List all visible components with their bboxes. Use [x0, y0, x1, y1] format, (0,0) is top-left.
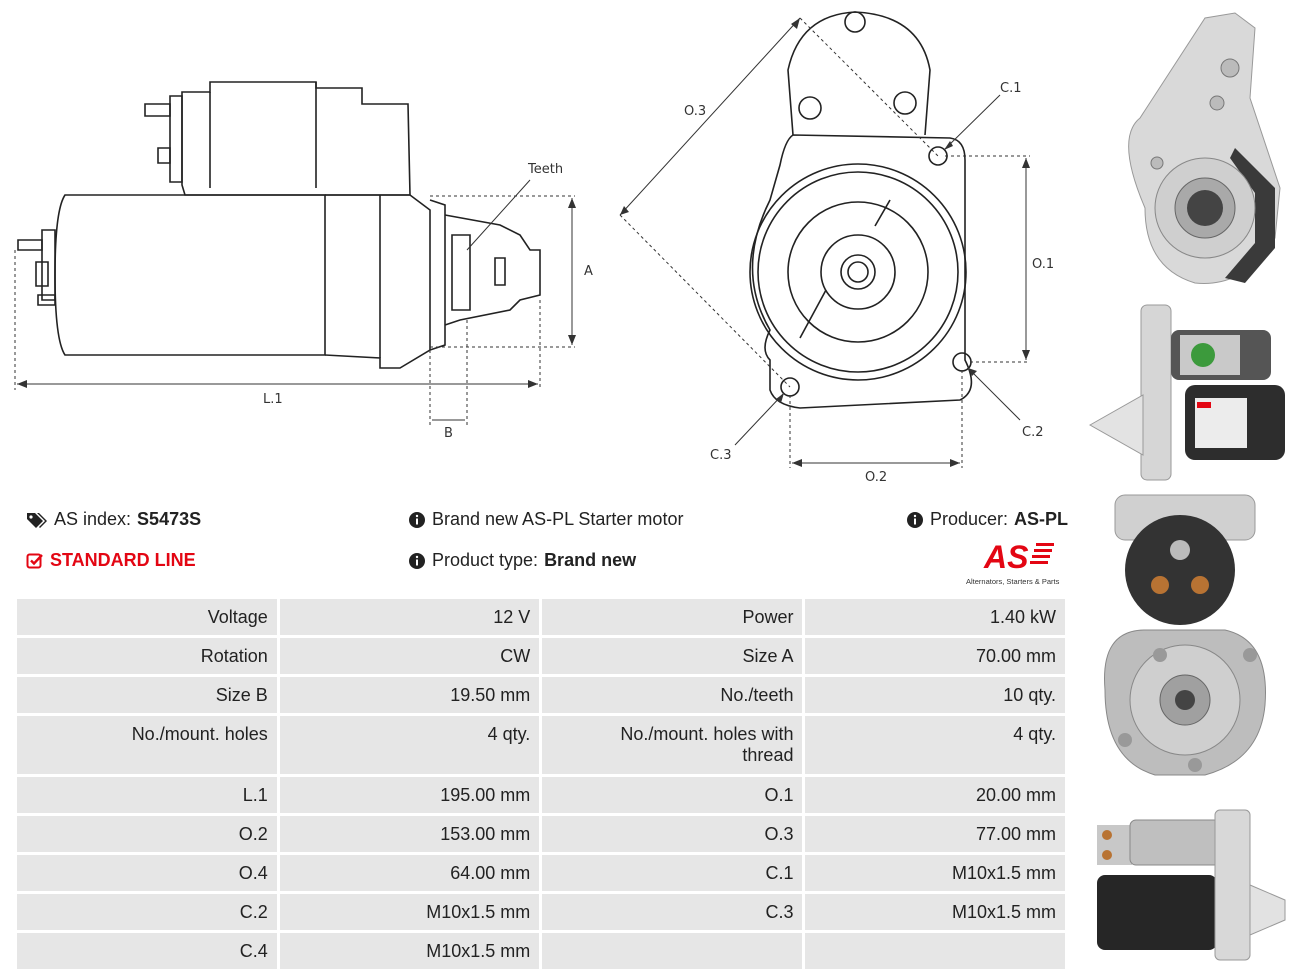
- spec-label: No./mount. holes: [17, 716, 277, 774]
- product-type-value: Brand new: [544, 550, 637, 570]
- producer-label: Producer:: [930, 509, 1009, 529]
- info-icon: [907, 511, 923, 528]
- spec-label: C.3: [542, 894, 803, 930]
- spec-value: 1.40 kW: [805, 599, 1065, 635]
- producer-value: AS-PL: [1014, 509, 1069, 529]
- side-view-drawing: Teeth A L.1 B: [14, 81, 593, 441]
- description: Brand new AS-PL Starter motor: [408, 509, 683, 530]
- spec-label: O.4: [17, 855, 277, 891]
- spec-value: M10x1.5 mm: [805, 855, 1065, 891]
- spec-value: 70.00 mm: [805, 638, 1065, 674]
- spec-value: 195.00 mm: [279, 777, 540, 813]
- spec-label: Size B: [17, 677, 277, 713]
- spec-value: CW: [279, 638, 540, 674]
- dim-a-label: A: [584, 264, 593, 279]
- dim-l1-label: L.1: [263, 392, 283, 407]
- spec-label: C.4: [17, 933, 277, 969]
- as-index-label: AS index:: [54, 509, 132, 529]
- as-index: AS index: S5473S: [26, 509, 201, 530]
- spec-value: M10x1.5 mm: [279, 894, 540, 930]
- spec-value: 4 qty.: [279, 716, 540, 774]
- dim-o1-label: O.1: [1032, 257, 1054, 272]
- teeth-label: Teeth: [527, 162, 563, 177]
- spec-label: L.1: [17, 777, 277, 813]
- product-type: Product type: Brand new: [408, 550, 636, 571]
- check-square-icon: [26, 553, 43, 568]
- spec-label: O.3: [542, 816, 803, 852]
- spec-label: Power: [542, 599, 803, 635]
- spec-value: 10 qty.: [805, 677, 1065, 713]
- spec-value: [805, 933, 1065, 969]
- as-index-value: S5473S: [137, 509, 202, 529]
- front-view-drawing: O.3 C.1 O.1 C.2 C.3 O.2: [619, 11, 1054, 485]
- spec-label: [542, 933, 803, 969]
- spec-value: 77.00 mm: [805, 816, 1065, 852]
- info-icon: [409, 511, 425, 528]
- tags-icon: [27, 512, 47, 528]
- spec-label: No./mount. holes with thread: [542, 716, 803, 774]
- spec-label: O.1: [542, 777, 803, 813]
- dim-c1-label: C.1: [1000, 81, 1021, 96]
- standard-line-text: STANDARD LINE: [50, 550, 196, 570]
- description-text: Brand new AS-PL Starter motor: [432, 509, 684, 529]
- product-type-label: Product type:: [432, 550, 539, 570]
- spec-value: 12 V: [279, 599, 540, 635]
- starter-angle-photo: [1097, 809, 1286, 961]
- info-icon: [409, 552, 425, 569]
- dim-o2-label: O.2: [865, 470, 887, 485]
- logo-text: AS: [983, 540, 1029, 572]
- spec-value: 4 qty.: [805, 716, 1065, 774]
- spec-label: C.1: [542, 855, 803, 891]
- spec-label: O.2: [17, 816, 277, 852]
- standard-line: STANDARD LINE: [26, 550, 196, 571]
- spec-label: C.2: [17, 894, 277, 930]
- starter-front-photo: [1128, 12, 1281, 284]
- dim-c2-label: C.2: [1022, 425, 1043, 440]
- spec-value: 64.00 mm: [279, 855, 540, 891]
- spec-label: Rotation: [17, 638, 277, 674]
- starter-rear-photo: [1104, 494, 1266, 776]
- spec-value: 19.50 mm: [279, 677, 540, 713]
- spec-value: 153.00 mm: [279, 816, 540, 852]
- logo-tagline: Alternators, Starters & Parts: [966, 577, 1060, 586]
- spec-label: Voltage: [17, 599, 277, 635]
- as-pl-logo: AS Alternators, Starters & Parts: [966, 539, 1066, 586]
- dim-b-label: B: [444, 426, 453, 441]
- spec-value: M10x1.5 mm: [805, 894, 1065, 930]
- producer: Producer: AS-PL: [906, 509, 1068, 530]
- spec-label: Size A: [542, 638, 803, 674]
- spec-value: 20.00 mm: [805, 777, 1065, 813]
- spec-label: No./teeth: [542, 677, 803, 713]
- starter-side-photo: [1088, 304, 1285, 481]
- dim-c3-label: C.3: [710, 448, 731, 463]
- dim-o3-label: O.3: [684, 104, 706, 119]
- spec-value: M10x1.5 mm: [279, 933, 540, 969]
